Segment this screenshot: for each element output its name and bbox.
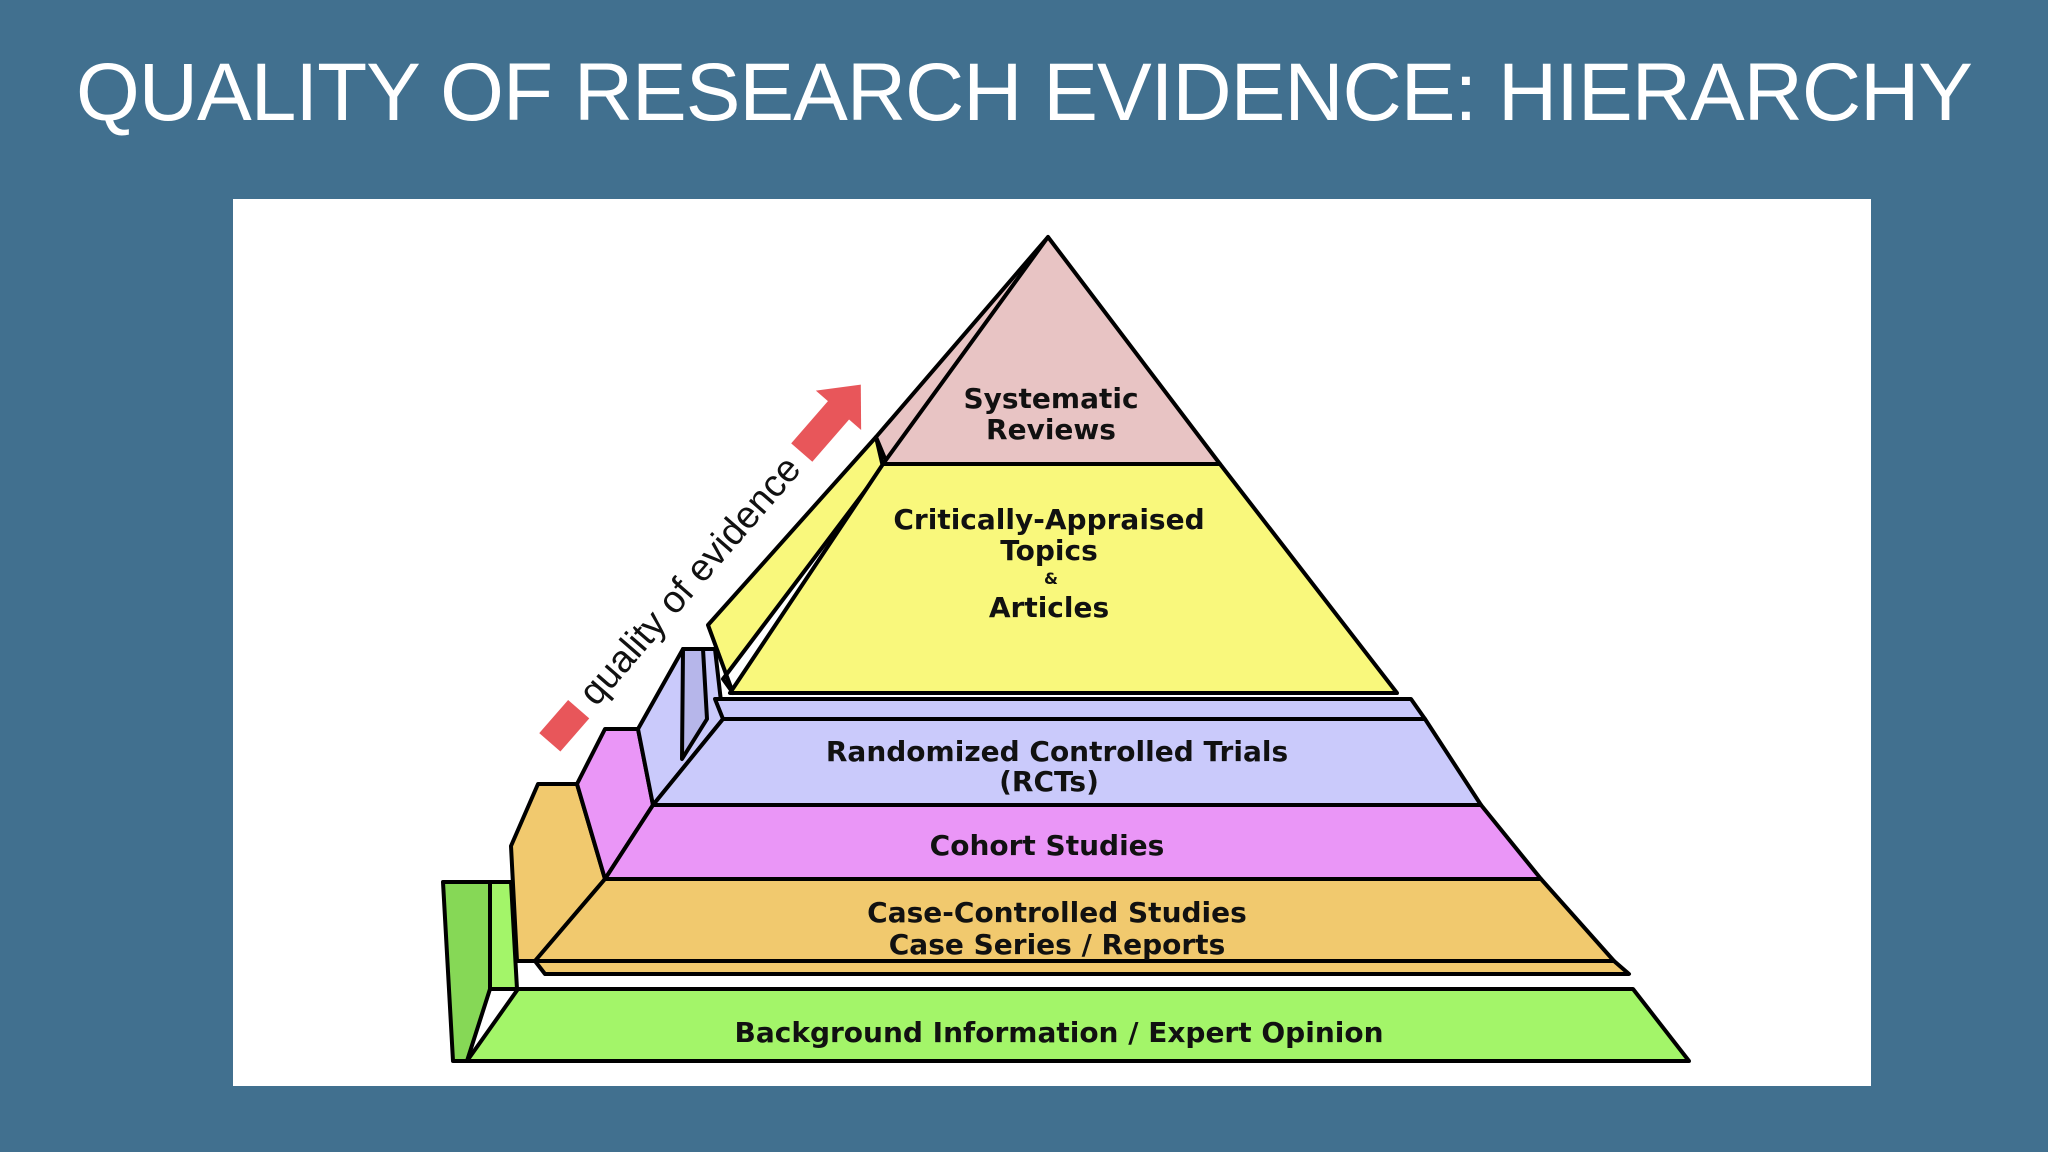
tier-background [465,987,1691,1063]
diagram-panel: quality of evidence Systematic Reviews C… [233,199,1871,1086]
evidence-pyramid: quality of evidence Systematic Reviews C… [441,235,1691,1063]
tier-cat-label-4: Articles [989,591,1109,624]
tier-case-label-2: Case Series / Reports [889,928,1225,961]
tier-systematic-label-1: Systematic [963,382,1138,415]
tier-cohort-label: Cohort Studies [930,829,1165,862]
tier-case-ledge [533,959,1631,976]
arrow-tail [539,699,590,752]
tier-rct-label-1: Randomized Controlled Trials [826,735,1288,768]
slide-title: QUALITY OF RESEARCH EVIDENCE: HIERARCHY [76,47,1973,138]
tier-background-label: Background Information / Expert Opinion [734,1016,1383,1049]
tier-rct-ledge [713,697,1427,721]
tier-background-side [441,880,492,1063]
tier-systematic [881,235,1222,466]
arrow-shaft [791,398,852,462]
tier-systematic-label-2: Reviews [986,413,1116,446]
arrow-head-icon [815,384,862,430]
tier-cat-label-1: Critically-Appraised [893,503,1204,536]
tier-rct-label-2: (RCTs) [999,765,1099,798]
tier-cat-label-2: Topics [1000,534,1098,567]
tier-rct-side-inner [680,647,709,761]
tier-cat-label-3: & [1044,569,1058,588]
tier-case-label-1: Case-Controlled Studies [867,896,1247,929]
tier-cat-side [706,435,885,695]
